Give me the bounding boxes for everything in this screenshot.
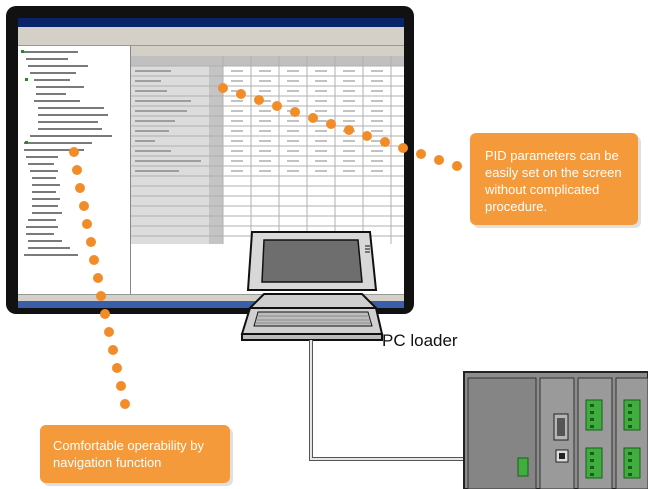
pid-callout-text: PID parameters can be easily set on the … xyxy=(485,148,622,214)
software-screenshot xyxy=(18,18,404,308)
plc-rack-icon xyxy=(463,371,648,489)
taskbar xyxy=(18,301,404,308)
laptop-icon xyxy=(240,231,384,341)
navigation-callout: Comfortable operability by navigation fu… xyxy=(40,425,230,483)
window-title-bar xyxy=(18,18,404,27)
navigation-callout-text: Comfortable operability by navigation fu… xyxy=(53,438,205,470)
menu-bar xyxy=(18,27,404,35)
pid-callout: PID parameters can be easily set on the … xyxy=(470,133,638,225)
parameter-table xyxy=(131,46,404,244)
pc-loader-label: PC loader xyxy=(382,331,458,350)
monitor xyxy=(6,6,414,314)
toolbar xyxy=(18,35,404,46)
navigation-tree-lines xyxy=(21,50,112,256)
